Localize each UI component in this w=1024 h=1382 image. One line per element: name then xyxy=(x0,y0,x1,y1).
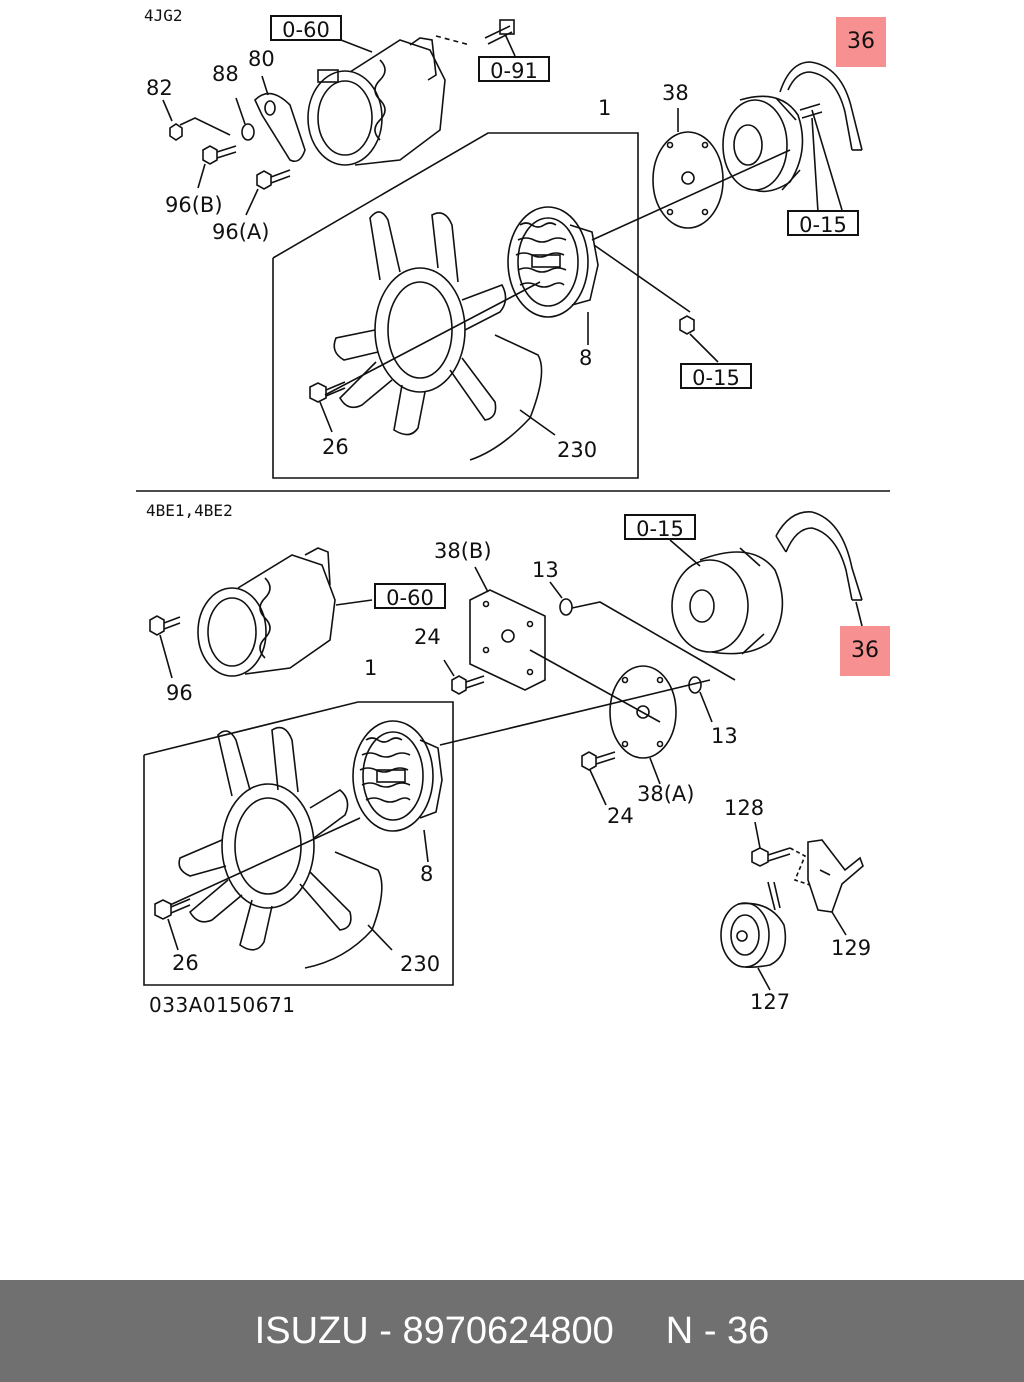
label-26: 26 xyxy=(322,435,349,459)
section-title-4be1-4be2: 4BE1,4BE2 xyxy=(146,501,233,520)
label-13-upper: 13 xyxy=(532,558,559,582)
label-88: 88 xyxy=(212,62,239,86)
drawing-code: 033A0150671 xyxy=(149,993,296,1017)
bolt-96a xyxy=(245,169,291,216)
section-title-4jg2: 4JG2 xyxy=(144,6,183,25)
fan-230 xyxy=(333,211,543,461)
pulley-1 xyxy=(722,95,804,193)
label-127: 127 xyxy=(750,990,791,1014)
diagram-linework xyxy=(136,19,890,991)
alternator-2 xyxy=(197,547,373,677)
spacer-38 xyxy=(652,108,724,229)
highlight-part-36-upper[interactable]: 36 xyxy=(836,17,886,67)
label-38b: 38(B) xyxy=(434,539,492,563)
plate-38b xyxy=(469,566,546,691)
parts-diagram: 4JG2 0-60 0-91 36 82 88 80 1 38 96(B) 96… xyxy=(136,6,890,1017)
label-38: 38 xyxy=(662,81,689,105)
footer-page-separator: - xyxy=(703,1309,717,1352)
label-96b: 96(B) xyxy=(165,193,223,217)
pulley-2 xyxy=(669,539,784,655)
bolt-091 xyxy=(484,19,516,57)
label-96a: 96(A) xyxy=(212,220,270,244)
adjust-plate-80 xyxy=(254,75,306,163)
ref-box-0-15-lower[interactable]: 0-15 xyxy=(680,363,752,390)
label-96: 96 xyxy=(166,681,193,705)
belt-36-lower xyxy=(775,511,863,627)
label-8-s2: 8 xyxy=(420,862,434,886)
bolt-96b xyxy=(197,145,237,189)
label-230-s2: 230 xyxy=(400,952,441,976)
label-128: 128 xyxy=(724,796,765,820)
fan-clutch-8 xyxy=(507,206,599,345)
alternator-1 xyxy=(307,37,446,166)
ref-box-0-15-upper[interactable]: 0-15 xyxy=(787,210,859,237)
bracket-129 xyxy=(807,839,864,936)
idler-127 xyxy=(720,881,787,991)
label-13-lower: 13 xyxy=(711,724,738,748)
plate-38a xyxy=(609,665,677,785)
fan-assembly-box-1 xyxy=(272,132,639,479)
label-24-upper: 24 xyxy=(414,625,441,649)
fan-assembly-box-2 xyxy=(143,701,454,986)
ref-box-0-60-s2[interactable]: 0-60 xyxy=(374,583,446,610)
label-129: 129 xyxy=(831,936,872,960)
label-38a: 38(A) xyxy=(637,782,695,806)
footer-brand: ISUZU xyxy=(254,1309,369,1352)
label-82: 82 xyxy=(146,76,173,100)
footer-page-number: 36 xyxy=(727,1309,770,1352)
label-26-s2: 26 xyxy=(172,951,199,975)
label-80: 80 xyxy=(248,47,275,71)
footer-bar: ISUZU - 8970624800 N - 36 xyxy=(0,1280,1024,1382)
fan-clutch-8-2 xyxy=(352,720,443,863)
fan-230-2 xyxy=(178,726,383,969)
label-1: 1 xyxy=(598,96,612,120)
label-230: 230 xyxy=(557,438,598,462)
label-1-s2: 1 xyxy=(364,656,378,680)
footer-separator: - xyxy=(379,1309,392,1352)
belt-36-upper xyxy=(779,59,863,151)
footer-page-prefix: N xyxy=(665,1309,694,1352)
ref-box-0-15-s2[interactable]: 0-15 xyxy=(624,514,696,541)
label-8: 8 xyxy=(579,346,593,370)
ref-box-0-91[interactable]: 0-91 xyxy=(478,56,550,83)
label-24-lower: 24 xyxy=(607,804,634,828)
highlight-part-36-lower[interactable]: 36 xyxy=(840,626,890,676)
footer-part-number: 8970624800 xyxy=(402,1309,614,1352)
ref-box-0-60[interactable]: 0-60 xyxy=(270,15,342,42)
